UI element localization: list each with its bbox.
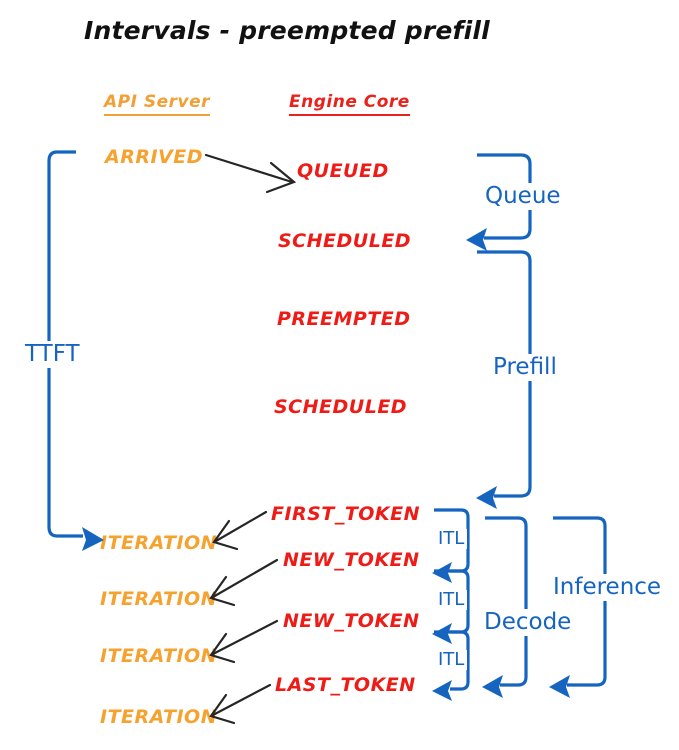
event-first-token: FIRST_TOKEN	[271, 503, 421, 525]
event-last-token: LAST_TOKEN	[275, 674, 416, 696]
arrow-first-token-to-iteration	[212, 510, 268, 551]
event-iteration-1: ITERATION	[100, 532, 218, 554]
event-preempted: PREEMPTED	[277, 308, 411, 330]
interval-label-ttft: TTFT	[22, 341, 83, 368]
interval-label-inference: Inference	[549, 574, 666, 601]
event-new-token-2: NEW_TOKEN	[283, 610, 420, 632]
arrow-last-token-to-iteration	[209, 683, 272, 725]
event-iteration-4: ITERATION	[100, 706, 218, 728]
inference-bracket	[549, 516, 607, 698]
event-scheduled-1: SCHEDULED	[278, 230, 412, 252]
interval-label-queue: Queue	[481, 183, 565, 210]
interval-label-itl-3: ITL	[435, 650, 468, 670]
decode-bracket	[482, 516, 528, 698]
page-title: Intervals - preempted prefill	[84, 16, 490, 45]
event-queued: QUEUED	[297, 160, 389, 182]
interval-label-prefill: Prefill	[489, 354, 561, 381]
event-iteration-2: ITERATION	[100, 588, 218, 610]
arrow-new-token-2-to-iteration	[209, 619, 279, 664]
column-header-engine-core: Engine Core	[289, 92, 410, 116]
interval-label-itl-2: ITL	[435, 590, 468, 610]
event-scheduled-2: SCHEDULED	[274, 396, 408, 418]
interval-label-itl-1: ITL	[435, 529, 468, 549]
event-iteration-3: ITERATION	[100, 645, 218, 667]
event-new-token-1: NEW_TOKEN	[283, 549, 420, 571]
event-arrived: ARRIVED	[105, 146, 203, 168]
interval-label-decode: Decode	[480, 609, 576, 636]
arrow-new-token-1-to-iteration	[209, 558, 279, 607]
column-header-api-server: API Server	[104, 92, 211, 116]
arrow-arrived-to-queued	[204, 153, 297, 194]
